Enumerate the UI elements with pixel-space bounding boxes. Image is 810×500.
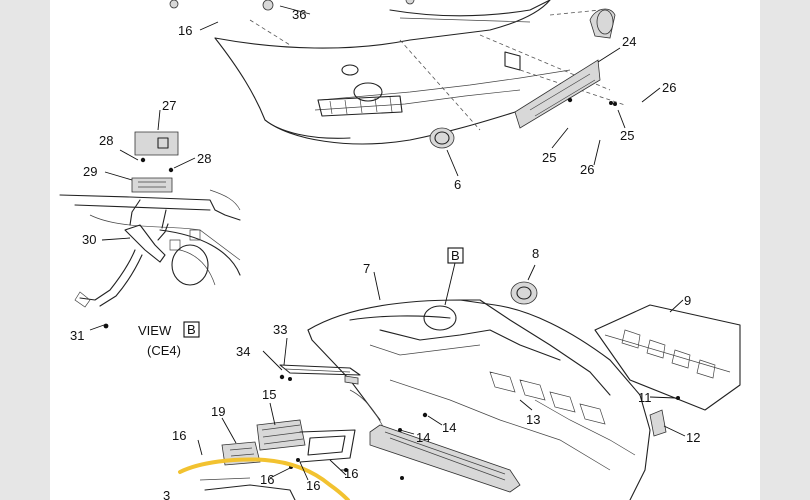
- view-letter: B: [187, 322, 196, 337]
- callout-26-lower: 26: [580, 162, 594, 177]
- grille-insert-15: [256, 419, 356, 463]
- view-letter-box: [183, 321, 200, 338]
- callout-26-right: 26: [662, 80, 676, 95]
- callout-16-left: 16: [172, 428, 186, 443]
- callout-13: 13: [526, 412, 540, 427]
- callout-11: 11: [638, 390, 652, 405]
- reflector-6: [429, 127, 455, 149]
- upper-fascia-assembly: [169, 0, 626, 145]
- center-grille-13: [369, 412, 521, 493]
- callout-labels: 36 16 24 26 25 25 26 6 27 28 28 29 30 31…: [70, 7, 700, 500]
- callout-24: 24: [622, 34, 636, 49]
- yellow-highlight-mark: [178, 457, 350, 500]
- callout-28-left: 28: [99, 133, 113, 148]
- callout-16-bottom-c: 16: [344, 466, 358, 481]
- callout-36: 36: [292, 7, 306, 22]
- callout-25-right: 25: [620, 128, 634, 143]
- right-margin-bar: [760, 0, 810, 500]
- callout-28-right: 28: [197, 151, 211, 166]
- callout-33: 33: [273, 322, 287, 337]
- bracket-33: [279, 364, 361, 385]
- callout-29: 29: [83, 164, 97, 179]
- callout-34: 34: [236, 344, 250, 359]
- license-lamp-lens-27: [134, 131, 179, 156]
- skid-plate-9: [594, 304, 741, 411]
- view-b-label: VIEW B (CE4): [138, 321, 200, 358]
- callout-7: 7: [363, 261, 370, 276]
- callout-16-bottom-b: 16: [306, 478, 320, 493]
- view-marker-box: [447, 247, 464, 264]
- view-code: (CE4): [147, 343, 181, 358]
- license-lamp-housing-29: [131, 157, 174, 193]
- lower-fascia-7: [307, 299, 651, 500]
- reflector-12: [649, 396, 680, 437]
- callout-16-bottom-a: 16: [260, 472, 274, 487]
- view-marker-letter: B: [451, 248, 460, 263]
- callout-14-lower: 14: [416, 430, 430, 445]
- callout-27: 27: [162, 98, 176, 113]
- view-b-marker: B: [444, 247, 464, 306]
- callout-25-left: 25: [542, 150, 556, 165]
- leader-lines: [89, 5, 686, 481]
- callout-6: 6: [454, 177, 461, 192]
- license-plate-bracket-24: [514, 59, 617, 129]
- callout-30: 30: [82, 232, 96, 247]
- callout-15: 15: [262, 387, 276, 402]
- lamp-socket-30: [74, 199, 169, 329]
- view-b-detail: [59, 189, 241, 286]
- callout-9: 9: [684, 293, 691, 308]
- callout-31: 31: [70, 328, 84, 343]
- callout-16-top: 16: [178, 23, 192, 38]
- reflector-8: [510, 281, 538, 305]
- left-margin-bar: [0, 0, 50, 500]
- callout-14-upper: 14: [442, 420, 456, 435]
- callout-19: 19: [211, 404, 225, 419]
- view-word: VIEW: [138, 323, 172, 338]
- callout-12: 12: [686, 430, 700, 445]
- parts-diagram: 36 16 24 26 25 25 26 6 27 28 28 29 30 31…: [59, 0, 741, 500]
- callout-3: 3: [163, 488, 170, 500]
- callout-8: 8: [532, 246, 539, 261]
